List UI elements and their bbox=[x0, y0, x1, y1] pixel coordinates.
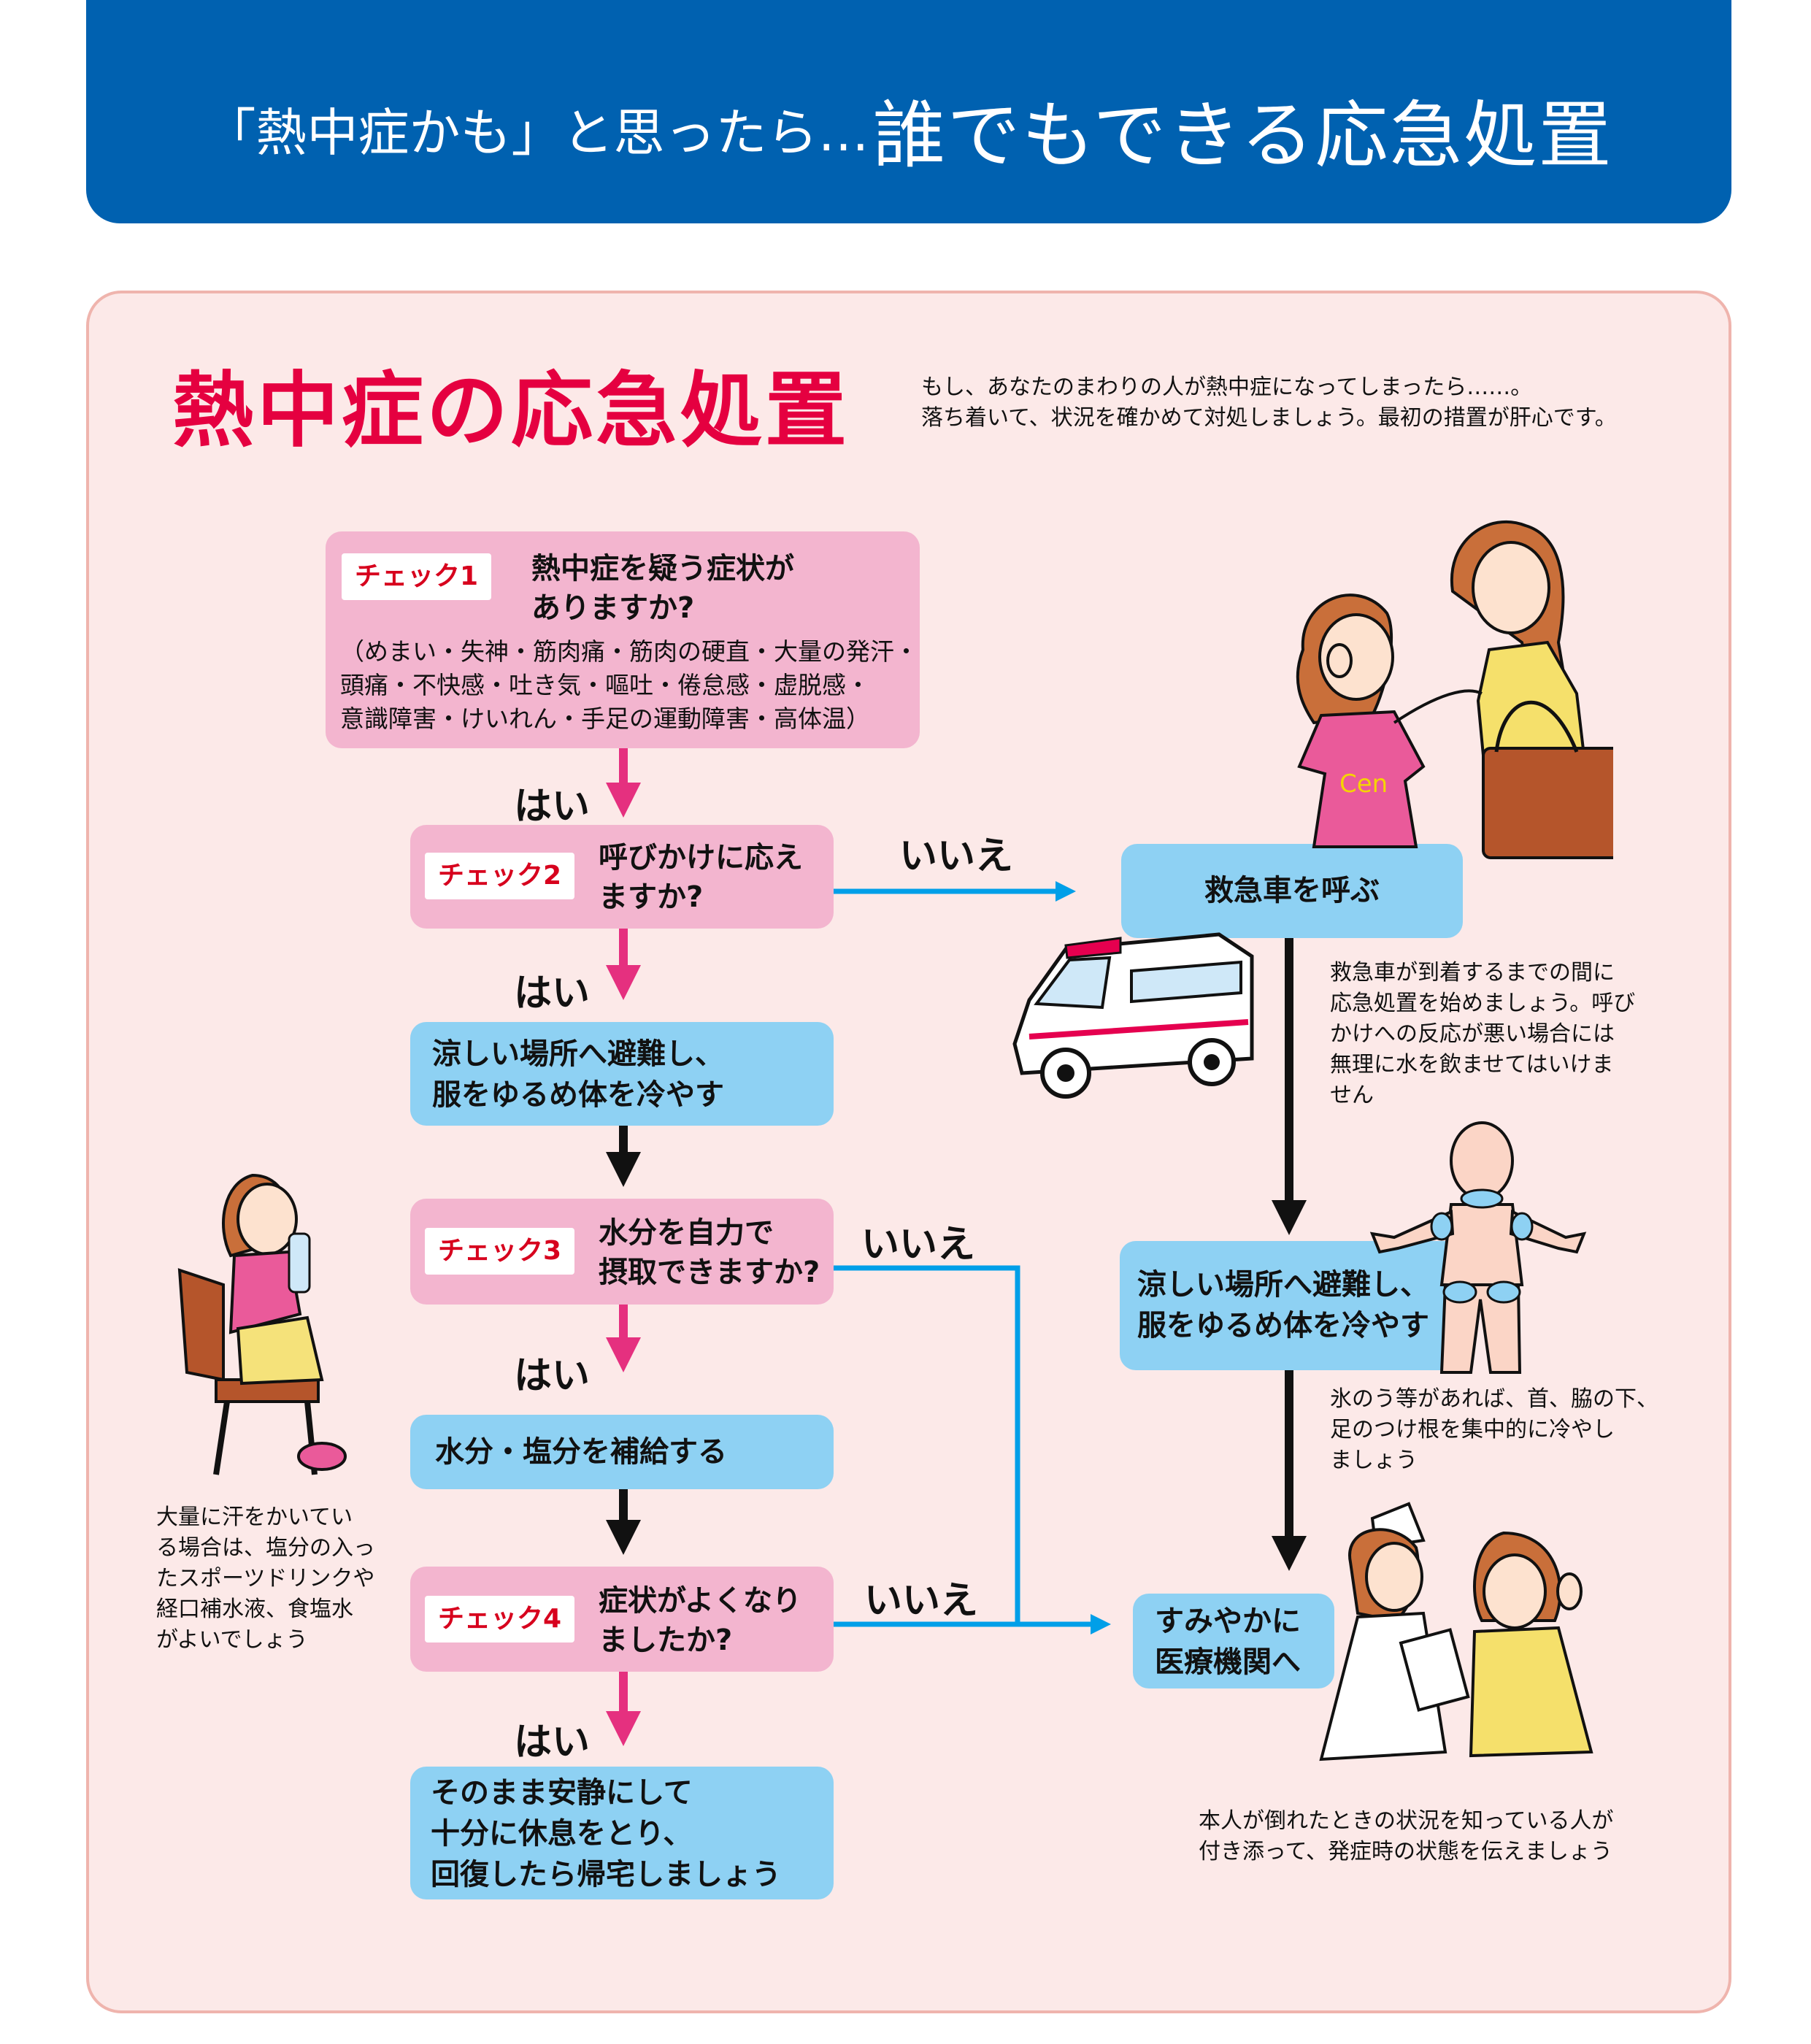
call-ambulance-text: 救急車を呼ぶ bbox=[1204, 874, 1380, 907]
ambulance-note-line: 救急車が到着するまでの間に bbox=[1330, 960, 1615, 986]
sweat-note-line: たスポーツドリンクや bbox=[156, 1566, 375, 1591]
check3-question: 水分を自力で 摂取できますか? bbox=[599, 1213, 820, 1292]
yes-label-4: はい bbox=[514, 1721, 591, 1764]
banner-title: 「熱中症かも」と思ったら… 誰でもできる応急処置 bbox=[86, 76, 1731, 182]
rest-line: 回復したら帰宅しましょう bbox=[431, 1858, 781, 1891]
hospital-note-line: 本人が倒れたときの状況を知っている人が bbox=[1199, 1808, 1614, 1834]
hydrate-text: 水分・塩分を補給する bbox=[435, 1435, 727, 1469]
ambulance-illustration bbox=[1012, 932, 1254, 1099]
intro-line: もし、あなたのまわりの人が熱中症になってしまったら……。 bbox=[921, 374, 1533, 400]
hospital-text: すみやかに 医療機関へ bbox=[1155, 1601, 1301, 1683]
rest-line: 十分に休息をとり、 bbox=[431, 1817, 693, 1851]
check2-question-line: ますか? bbox=[599, 880, 704, 914]
sweat-note: 大量に汗をかいてい る場合は、塩分の入っ たスポーツドリンクや 経口補水液、食塩… bbox=[156, 1502, 375, 1656]
check2-box: チェック2 呼びかけに応え ますか? bbox=[410, 825, 834, 929]
cool-down-right-line: 涼しい場所へ避難し、 bbox=[1137, 1268, 1429, 1302]
hospital-line: すみやかに bbox=[1155, 1605, 1301, 1638]
sweat-note-line: る場合は、塩分の入っ bbox=[156, 1535, 375, 1561]
hydrate-box: 水分・塩分を補給する bbox=[410, 1415, 834, 1489]
check4-question-line: ましたか? bbox=[599, 1624, 733, 1657]
no-label-2: いいえ bbox=[861, 1223, 976, 1267]
girl-drinking-illustration bbox=[177, 1173, 347, 1475]
check3-question-line: 水分を自力で bbox=[599, 1216, 774, 1250]
check2-badge: チェック2 bbox=[425, 853, 575, 899]
no-label-1: いいえ bbox=[899, 834, 1014, 878]
cool-down-right-text: 涼しい場所へ避難し、 服をゆるめ体を冷やす bbox=[1137, 1264, 1429, 1346]
ambulance-note-line: 応急処置を始めましょう。呼び bbox=[1330, 991, 1636, 1016]
symptoms-line: （めまい・失神・筋肉痛・筋肉の硬直・大量の発汗・ bbox=[340, 637, 918, 666]
ice-note-line: 氷のう等があれば、首、脇の下、 bbox=[1330, 1386, 1658, 1412]
check3-box: チェック3 水分を自力で 摂取できますか? bbox=[410, 1199, 834, 1305]
sweat-note-line: がよいでしょう bbox=[156, 1627, 308, 1653]
banner-pretitle: 「熱中症かも」と思ったら… bbox=[204, 103, 869, 163]
helper-and-girl-illustration: Cen bbox=[1296, 520, 1613, 859]
rest-text: そのまま安静にして 十分に休息をとり、 回復したら帰宅しましょう bbox=[431, 1772, 781, 1895]
check4-question-line: 症状がよくなり bbox=[599, 1584, 801, 1618]
intro-text: もし、あなたのまわりの人が熱中症になってしまったら……。 落ち着いて、状況を確か… bbox=[921, 372, 1617, 434]
header-banner: 「熱中症かも」と思ったら… 誰でもできる応急処置 bbox=[86, 0, 1731, 223]
check3-badge: チェック3 bbox=[425, 1228, 575, 1275]
ambulance-note-line: せん bbox=[1330, 1083, 1374, 1108]
check1-question-line: 熱中症を疑う症状が bbox=[531, 552, 794, 585]
hospital-line: 医療機関へ bbox=[1155, 1645, 1301, 1679]
yes-label-1: はい bbox=[514, 785, 591, 829]
page-title: 熱中症の応急処置 bbox=[172, 364, 850, 458]
hospital-note: 本人が倒れたときの状況を知っている人が 付き添って、発症時の状態を伝えましょう bbox=[1199, 1806, 1614, 1867]
cool-down-box-left: 涼しい場所へ避難し、 服をゆるめ体を冷やす bbox=[410, 1022, 834, 1126]
ambulance-note-line: 無理に水を飲ませてはいけま bbox=[1330, 1052, 1614, 1077]
cool-down-right-line: 服をゆるめ体を冷やす bbox=[1137, 1309, 1429, 1342]
cool-down-line: 服をゆるめ体を冷やす bbox=[432, 1078, 724, 1112]
check4-box: チェック4 症状がよくなり ましたか? bbox=[410, 1567, 834, 1672]
ice-note-line: 足のつけ根を集中的に冷やし bbox=[1330, 1417, 1615, 1442]
ice-note-line: ましょう bbox=[1330, 1448, 1418, 1473]
check1-badge: チェック1 bbox=[342, 553, 492, 600]
ambulance-note-line: かけへの反応が悪い場合には bbox=[1330, 1021, 1615, 1047]
check1-question: 熱中症を疑う症状が ありますか? bbox=[531, 549, 794, 628]
banner-main-title: 誰でもできる応急処置 bbox=[872, 93, 1613, 178]
hospital-note-line: 付き添って、発症時の状態を伝えましょう bbox=[1199, 1839, 1612, 1864]
symptoms-line: 意識障害・けいれん・手足の運動障害・高体温） bbox=[340, 704, 870, 733]
yes-label-3: はい bbox=[514, 1354, 591, 1398]
line-no-check3 bbox=[834, 1265, 1020, 1624]
yes-label-2: はい bbox=[514, 972, 591, 1015]
check1-symptoms: （めまい・失神・筋肉痛・筋肉の硬直・大量の発汗・ 頭痛・不快感・吐き気・嘔吐・倦… bbox=[340, 635, 918, 736]
rest-line: そのまま安静にして bbox=[431, 1776, 693, 1810]
sweat-note-line: 経口補水液、食塩水 bbox=[156, 1597, 353, 1622]
check2-question-line: 呼びかけに応え bbox=[599, 841, 803, 875]
intro-line: 落ち着いて、状況を確かめて対処しましょう。最初の措置が肝心です。 bbox=[921, 405, 1617, 431]
body-cooling-illustration bbox=[1369, 1121, 1587, 1374]
cool-down-text: 涼しい場所へ避難し、 服をゆるめ体を冷やす bbox=[432, 1034, 724, 1115]
cool-down-box-right: 涼しい場所へ避難し、 服をゆるめ体を冷やす bbox=[1120, 1241, 1469, 1370]
check4-question: 症状がよくなり ましたか? bbox=[599, 1581, 801, 1660]
nurse-consultation-illustration bbox=[1319, 1502, 1593, 1761]
no-label-3: いいえ bbox=[864, 1579, 979, 1623]
ambulance-note: 救急車が到着するまでの間に 応急処置を始めましょう。呼び かけへの反応が悪い場合… bbox=[1330, 958, 1635, 1111]
check4-badge: チェック4 bbox=[425, 1596, 575, 1642]
symptoms-line: 頭痛・不快感・吐き気・嘔吐・倦怠感・虚脱感・ bbox=[340, 671, 870, 699]
check2-question: 呼びかけに応え ますか? bbox=[599, 838, 803, 917]
check1-question-line: ありますか? bbox=[531, 591, 695, 625]
sweat-note-line: 大量に汗をかいてい bbox=[156, 1505, 353, 1530]
svg-text:Cen: Cen bbox=[1339, 769, 1388, 799]
hospital-box: すみやかに 医療機関へ bbox=[1133, 1594, 1334, 1688]
check1-box: チェック1 熱中症を疑う症状が ありますか? （めまい・失神・筋肉痛・筋肉の硬直… bbox=[326, 531, 920, 748]
cool-down-line: 涼しい場所へ避難し、 bbox=[432, 1037, 724, 1071]
call-ambulance-box: 救急車を呼ぶ bbox=[1121, 844, 1463, 938]
check3-question-line: 摂取できますか? bbox=[599, 1256, 820, 1289]
rest-box: そのまま安静にして 十分に休息をとり、 回復したら帰宅しましょう bbox=[410, 1767, 834, 1899]
ice-note: 氷のう等があれば、首、脇の下、 足のつけ根を集中的に冷やし ましょう bbox=[1330, 1384, 1658, 1476]
